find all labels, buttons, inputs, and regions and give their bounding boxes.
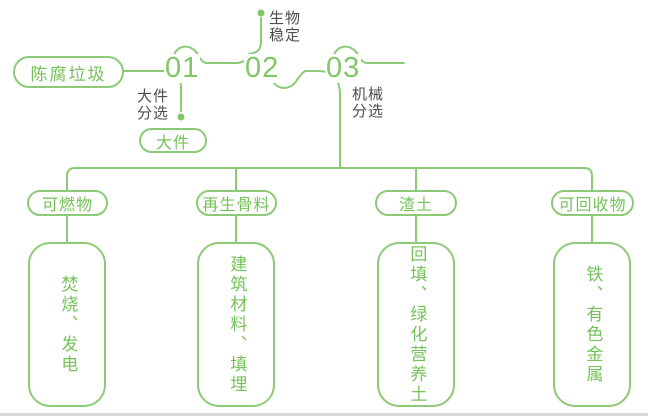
branch-category-label: 再生骨料 [202,197,271,214]
step-label-bio-stabilization: 生物 稳定 [269,10,301,44]
branch-result-box-recycled-aggregate: 建筑材料、填埋 [197,242,275,407]
branch-result-box-combustibles: 焚烧、发电 [28,242,106,407]
branch-result-box-recyclables: 铁、有色金属 [553,242,631,407]
step-label-bulky-sorting: 大件 分选 [137,88,169,122]
branch-result-text: 铁、有色金属 [583,264,603,385]
step-label-line: 分选 [137,105,170,122]
bulky-item-label: 大件 [155,134,190,152]
branch-pill-recyclables: 可回收物 [551,190,634,216]
source-label: 陈腐垃圾 [30,64,107,84]
line-step3-down [317,70,341,169]
page-edge-divider [0,413,648,416]
line-step2-to-step3 [271,70,319,89]
branch-category-label: 渣土 [398,197,433,214]
branch-result-text: 回填、绿化营养土 [407,244,427,405]
line-bio-stabilization [248,17,262,55]
branch-spine [66,167,593,192]
branch-result-text: 焚烧、发电 [58,274,78,375]
branch-category-label: 可回收物 [558,197,627,214]
bulky-item-pill: 大件 [139,128,207,153]
node-dot [177,113,185,121]
branch-pill-slag-soil: 渣土 [375,190,457,216]
branch-pill-recycled-aggregate: 再生骨料 [196,190,277,216]
step-number-1: 01 [164,52,201,84]
step-label-line: 稳定 [269,27,302,44]
step-label-line: 生物 [269,10,302,27]
step-label-line: 机械 [352,86,385,103]
node-dot [257,9,265,17]
branch-pill-combustibles: 可燃物 [27,190,108,216]
step-number-2: 02 [244,52,281,84]
branch-category-label: 可燃物 [41,197,93,214]
source-pill: 陈腐垃圾 [13,56,124,88]
branch-result-text: 建筑材料、填埋 [227,254,247,395]
step-label-line: 分选 [352,103,385,120]
step-number-3: 03 [325,52,362,84]
step-label-line: 大件 [137,88,170,105]
step-label-mechanical-sorting: 机械 分选 [352,86,384,120]
branch-result-box-slag-soil: 回填、绿化营养土 [377,242,455,407]
